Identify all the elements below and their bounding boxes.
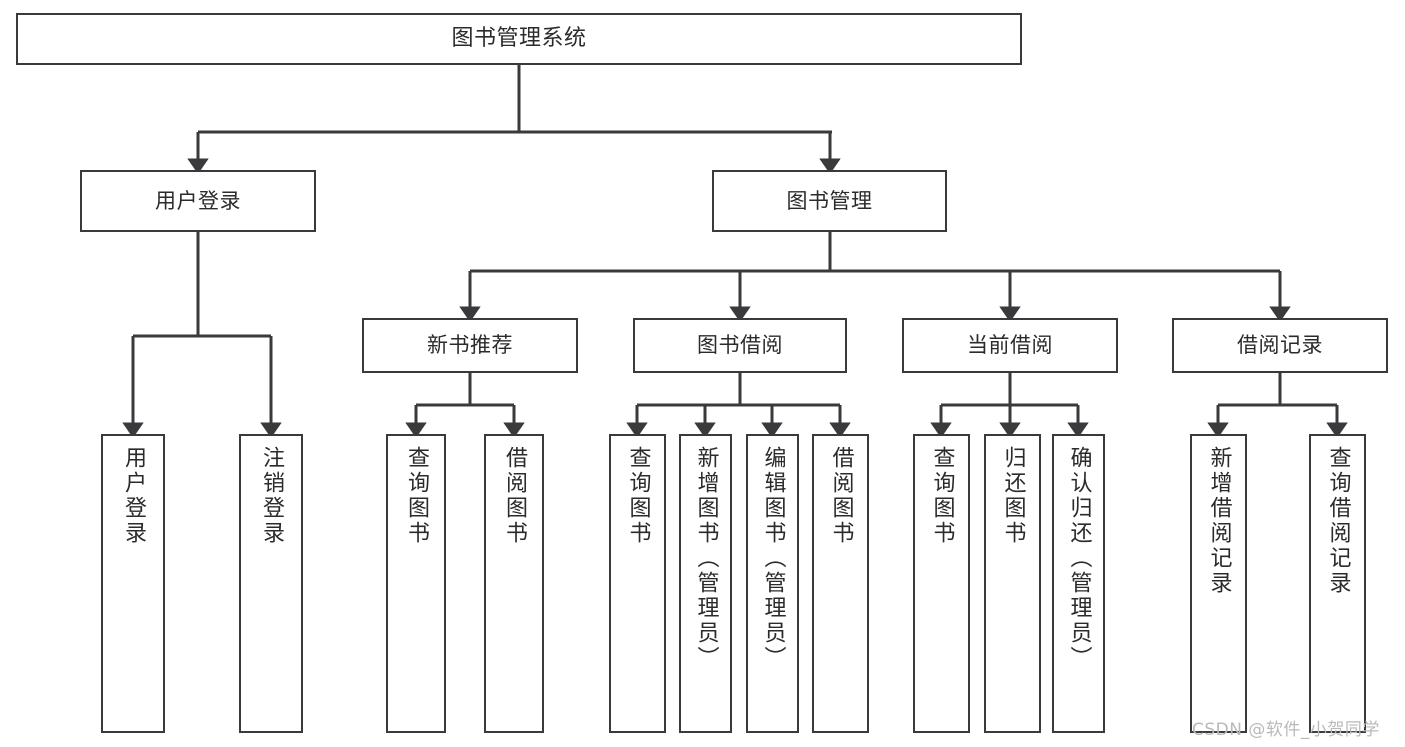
node-leaf-borrow-book-2[interactable]: 借阅图书 (812, 434, 869, 733)
node-leaf-borrow-book-1[interactable]: 借阅图书 (484, 434, 544, 733)
node-current-borrow[interactable]: 当前借阅 (902, 318, 1118, 373)
node-leaf-query-book-2-label: 查询图书 (625, 446, 651, 546)
node-leaf-query-record-label: 查询借阅记录 (1325, 446, 1351, 596)
node-leaf-add-record[interactable]: 新增借阅记录 (1190, 434, 1247, 733)
node-leaf-borrow-book-2-label: 借阅图书 (828, 446, 854, 546)
node-leaf-query-book-1-label: 查询图书 (404, 446, 429, 546)
node-root[interactable]: 图书管理系统 (16, 13, 1022, 65)
csdn-watermark: CSDN @软件_小贺同学 (1192, 720, 1380, 740)
node-leaf-return-book-label: 归还图书 (1000, 446, 1026, 546)
node-leaf-query-record[interactable]: 查询借阅记录 (1309, 434, 1366, 733)
node-leaf-borrow-book-1-label: 借阅图书 (502, 446, 527, 546)
node-current-borrow-label: 当前借阅 (967, 333, 1053, 358)
node-book-manage[interactable]: 图书管理 (712, 170, 947, 232)
node-leaf-user-logout-label: 注销登录 (259, 446, 284, 546)
node-user-login[interactable]: 用户登录 (80, 170, 316, 232)
node-root-label: 图书管理系统 (451, 26, 587, 52)
node-borrow-record-label: 借阅记录 (1237, 333, 1323, 358)
node-leaf-query-book-3-label: 查询图书 (929, 446, 955, 546)
node-leaf-user-login-label: 用户登录 (121, 446, 146, 546)
node-leaf-query-book-1[interactable]: 查询图书 (386, 434, 446, 733)
node-leaf-confirm-return-label: 确认归还（管理员） (1066, 446, 1092, 671)
node-new-book-recommend[interactable]: 新书推荐 (362, 318, 578, 373)
node-leaf-edit-book-label: 编辑图书（管理员） (760, 446, 786, 671)
node-leaf-add-record-label: 新增借阅记录 (1206, 446, 1232, 596)
node-book-manage-label: 图书管理 (786, 188, 873, 213)
node-borrow-record[interactable]: 借阅记录 (1172, 318, 1388, 373)
node-book-borrow-label: 图书借阅 (697, 333, 783, 358)
node-book-borrow[interactable]: 图书借阅 (633, 318, 847, 373)
node-leaf-user-login[interactable]: 用户登录 (101, 434, 165, 733)
node-leaf-query-book-2[interactable]: 查询图书 (609, 434, 666, 733)
node-user-login-label: 用户登录 (155, 188, 241, 213)
node-leaf-query-book-3[interactable]: 查询图书 (913, 434, 970, 733)
node-leaf-user-logout[interactable]: 注销登录 (239, 434, 303, 733)
node-leaf-confirm-return[interactable]: 确认归还（管理员） (1052, 434, 1105, 733)
node-leaf-edit-book[interactable]: 编辑图书（管理员） (746, 434, 799, 733)
node-new-book-recommend-label: 新书推荐 (427, 333, 513, 358)
node-leaf-add-book[interactable]: 新增图书（管理员） (679, 434, 732, 733)
node-leaf-return-book[interactable]: 归还图书 (984, 434, 1041, 733)
node-leaf-add-book-label: 新增图书（管理员） (693, 446, 719, 671)
